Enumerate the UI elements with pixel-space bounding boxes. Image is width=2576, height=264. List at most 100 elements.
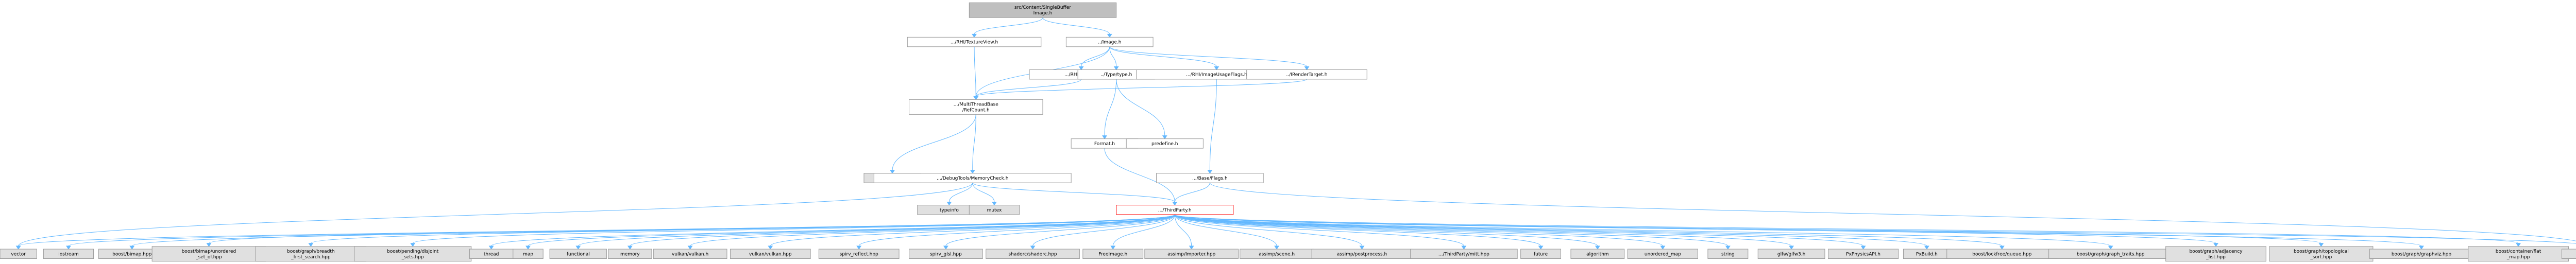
node-box xyxy=(907,37,1042,47)
node-texview[interactable]: .../RHI/TextureView.h xyxy=(907,37,1042,47)
node-label: src/Content/SingleBuffer xyxy=(1014,5,1071,10)
edge-line xyxy=(1174,214,1363,247)
edge-thirdparty-to-topo xyxy=(1174,214,2324,247)
node-label: algorithm xyxy=(1586,252,1608,257)
edge-line xyxy=(1174,214,2519,244)
edge-line xyxy=(974,17,1043,34)
edge-arrowhead xyxy=(1102,135,1107,139)
edge-line xyxy=(1174,214,1541,247)
edge-line xyxy=(948,183,973,202)
node-box xyxy=(1116,205,1234,215)
edge-line xyxy=(1104,148,1175,202)
node-baseflags[interactable]: .../Base/Flags.h xyxy=(1156,173,1264,183)
node-label: _map.hpp xyxy=(2506,255,2530,260)
edge-line xyxy=(945,214,1175,247)
node-predefine[interactable]: predefine.h xyxy=(1126,138,1204,149)
node-box xyxy=(1126,138,1204,149)
edge-layer xyxy=(15,17,2576,250)
edge-line xyxy=(630,214,1175,247)
edge-thirdparty-to-bfs xyxy=(308,214,1175,247)
node-label: assimp/scene.h xyxy=(1259,252,1295,257)
edge-baseflags-to-typetraits xyxy=(1209,182,2576,241)
edge-arrowhead xyxy=(943,245,948,250)
node-label: vulkan/vulkan.h xyxy=(672,252,708,257)
node-label: boost/container/flat xyxy=(2496,249,2541,254)
edge-arrowhead xyxy=(1172,202,1178,206)
edge-line xyxy=(1174,214,1864,247)
node-functional: functional xyxy=(549,249,607,259)
node-thread: thread xyxy=(469,249,514,259)
edge-typetype-to-format xyxy=(1102,79,1117,139)
edge-thirdparty-to-vulkanhpp xyxy=(768,214,1175,250)
edge-arrowhead xyxy=(2419,245,2424,250)
node-label: .../RHI/ImageUsageFlags.h xyxy=(1186,73,1247,78)
node-thirdparty[interactable]: .../ThirdParty.h xyxy=(1116,205,1234,215)
edge-arrowhead xyxy=(1214,66,1219,71)
edge-line xyxy=(1042,17,1110,34)
edge-line xyxy=(858,214,1175,247)
edge-arrowhead xyxy=(1030,245,1036,250)
edge-thirdparty-to-assimpimp xyxy=(1174,214,1194,250)
node-box xyxy=(1082,249,1144,259)
node-irender[interactable]: ../IRenderTarget.h xyxy=(1246,69,1367,80)
edge-thirdparty-to-graphtraits xyxy=(1174,214,2113,250)
edge-arrowhead xyxy=(129,245,135,250)
edge-thirdparty-to-unordmap xyxy=(1174,214,1666,250)
node-label: assimp/Importer.hpp xyxy=(1167,252,1215,257)
edge-thirdparty-to-vulkanh xyxy=(687,214,1175,250)
edge-line xyxy=(1174,214,1728,247)
edge-arrowhead xyxy=(1189,245,1194,250)
edge-line xyxy=(690,214,1175,247)
edge-line xyxy=(18,183,973,247)
node-box xyxy=(43,249,94,259)
edge-arrowhead xyxy=(972,33,977,38)
node-label: _first_search.hpp xyxy=(291,255,331,260)
node-label: typeinfo xyxy=(940,208,959,213)
node-memcheck[interactable]: .../DebugTools/MemoryCheck.h xyxy=(873,173,1072,183)
node-label: FreeImage.h xyxy=(1098,252,1127,257)
node-label: ../IRenderTarget.h xyxy=(1286,73,1328,78)
node-box xyxy=(2468,246,2569,262)
edge-image-to-fence xyxy=(1078,46,1110,71)
node-label: ../Image.h xyxy=(1098,40,1122,45)
edge-arrowhead xyxy=(1660,245,1666,250)
node-label: _sets.hpp xyxy=(401,255,424,260)
node-label: boost/bimap.hpp xyxy=(112,252,151,257)
node-box xyxy=(0,249,37,259)
edge-arrowhead xyxy=(992,202,997,206)
edge-arrowhead xyxy=(1207,170,1213,174)
node-label: predefine.h xyxy=(1151,142,1178,147)
edge-thirdparty-to-memory xyxy=(627,214,1175,250)
node-label: _list.hpp xyxy=(2206,255,2226,260)
node-label: mutex xyxy=(987,208,1002,213)
node-label: .../ThirdParty.h xyxy=(1158,208,1192,213)
edge-line xyxy=(770,214,1175,247)
node-label: shaderc/shaderc.hpp xyxy=(1008,252,1057,257)
node-physx: PxPhysicsAPI.h xyxy=(1827,249,1899,259)
node-label: boost/graph/graph_traits.hpp xyxy=(2077,252,2145,257)
edge-line xyxy=(1174,214,1792,247)
node-label: _sort.hpp xyxy=(2310,255,2332,260)
node-image[interactable]: ../Image.h xyxy=(1065,37,1154,47)
node-disjoint: boost/pending/disjoint_sets.hpp xyxy=(354,246,472,262)
edge-arrowhead xyxy=(66,245,71,250)
edge-arrowhead xyxy=(488,245,494,250)
node-label: PxPhysicsAPI.h xyxy=(1846,252,1880,257)
edge-arrowhead xyxy=(1304,66,1310,71)
edge-arrowhead xyxy=(890,170,895,174)
node-refcount[interactable]: .../MultiThreadBase/RefCount.h xyxy=(909,99,1043,115)
edge-arrowhead xyxy=(970,170,975,174)
node-vulkanhpp: vulkan/vulkan.hpp xyxy=(730,249,811,259)
node-label: boost/pending/disjoint xyxy=(387,249,439,254)
node-box xyxy=(1707,249,1749,259)
edge-arrowhead xyxy=(1595,245,1600,250)
node-label: boost/lockfree/queue.hpp xyxy=(1972,252,2031,257)
edge-thirdparty-to-pxbuild xyxy=(1174,214,1929,250)
edge-thirdparty-to-physx xyxy=(1174,214,1866,250)
edge-arrowhead xyxy=(2108,245,2113,250)
edge-thirdparty-to-unordset xyxy=(206,214,1175,247)
edge-arrowhead xyxy=(526,245,531,250)
edge-arrowhead xyxy=(2213,243,2218,247)
node-label: .../MultiThreadBase xyxy=(954,102,998,107)
